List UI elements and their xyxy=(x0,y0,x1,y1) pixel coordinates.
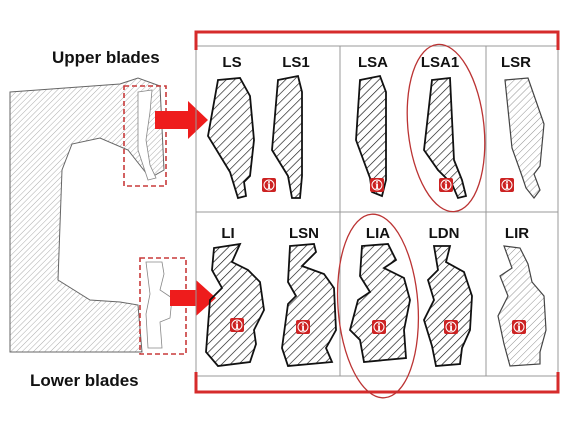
lower-arrow xyxy=(170,280,216,316)
info-icon[interactable]: i xyxy=(512,320,526,334)
blade-lsa1 xyxy=(423,76,468,200)
svg-text:i: i xyxy=(517,323,521,334)
highlight-lia xyxy=(336,213,420,399)
info-icon[interactable]: i xyxy=(372,320,386,334)
blade-li xyxy=(205,242,265,367)
blade-label-ls1: LS1 xyxy=(282,54,310,71)
svg-text:i: i xyxy=(375,181,379,192)
upper-arrow xyxy=(155,101,208,139)
blade-label-li: LI xyxy=(221,225,234,242)
press-beam-section xyxy=(9,77,165,353)
svg-text:i: i xyxy=(235,321,239,332)
svg-text:i: i xyxy=(505,181,509,192)
svg-text:i: i xyxy=(301,323,305,334)
info-icon[interactable]: i xyxy=(296,320,310,334)
blade-label-lsa: LSA xyxy=(358,54,388,71)
info-icon[interactable]: i xyxy=(262,178,276,192)
svg-text:i: i xyxy=(267,181,271,192)
info-icon[interactable]: i xyxy=(370,178,384,192)
blade-label-lia: LIA xyxy=(366,225,390,242)
svg-text:i: i xyxy=(449,323,453,334)
svg-text:i: i xyxy=(377,323,381,334)
lower-tool-outline xyxy=(139,257,187,355)
blade-label-lsn: LSN xyxy=(289,225,319,242)
blade-lsn xyxy=(281,243,337,367)
lower-blades-label: Lower blades xyxy=(30,371,139,390)
info-icon[interactable]: i xyxy=(444,320,458,334)
blade-lsa xyxy=(355,74,387,198)
svg-text:i: i xyxy=(444,181,448,192)
info-icon[interactable]: i xyxy=(500,178,514,192)
blade-lsr xyxy=(504,77,545,199)
highlight-lsa1 xyxy=(406,43,486,213)
blade-lir xyxy=(497,245,547,367)
blade-label-ls: LS xyxy=(222,54,241,71)
blade-ldn xyxy=(423,245,473,367)
blade-label-lsa1: LSA1 xyxy=(421,54,459,71)
upper-tool-outline xyxy=(123,85,167,187)
info-icon[interactable]: i xyxy=(439,178,453,192)
blade-lia xyxy=(348,243,411,363)
blade-ls1 xyxy=(271,74,303,199)
blade-label-lir: LIR xyxy=(505,225,529,242)
info-icon[interactable]: i xyxy=(230,318,244,332)
blade-ls xyxy=(207,77,255,200)
blade-label-ldn: LDN xyxy=(429,225,460,242)
upper-blades-label: Upper blades xyxy=(52,48,160,67)
blade-label-lsr: LSR xyxy=(501,54,531,71)
catalogue-frame xyxy=(194,30,560,394)
